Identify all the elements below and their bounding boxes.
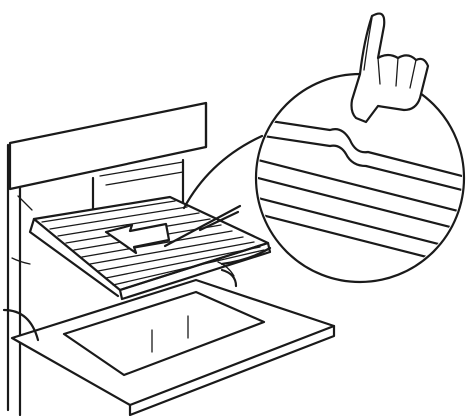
oven-top-panel: [10, 103, 206, 189]
drip-tray: [4, 270, 334, 415]
pointing-hand-icon: [352, 14, 429, 122]
